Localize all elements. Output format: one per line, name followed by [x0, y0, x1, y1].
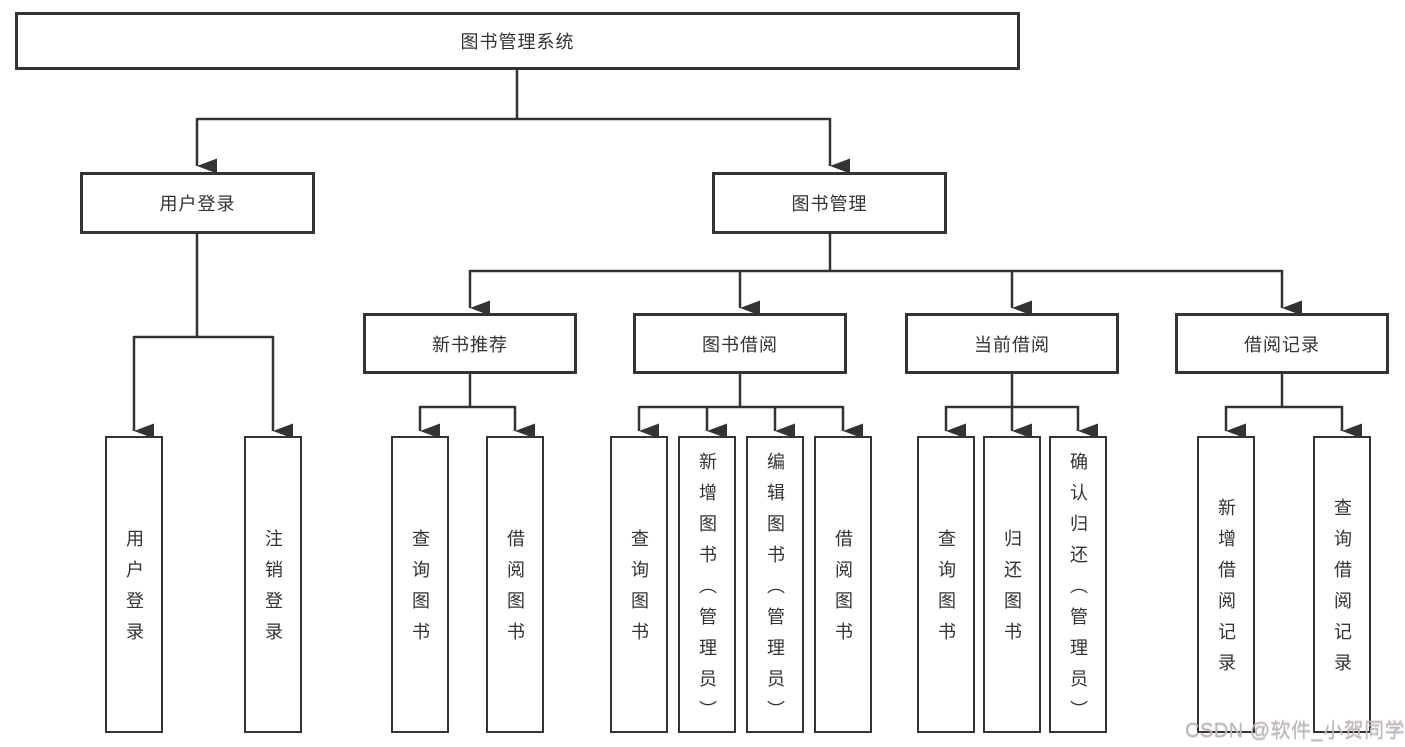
node-book-management: 图书管理 — [712, 172, 947, 234]
leaf-current-confirm-return-admin: 确认归还（管理员） — [1049, 436, 1107, 733]
leaf-logout: 注销登录 — [244, 436, 302, 733]
node-new-book-recommend: 新书推荐 — [363, 313, 577, 374]
leaf-records-add: 新增借阅记录 — [1197, 436, 1255, 733]
node-book-borrow-label: 图书借阅 — [702, 334, 778, 355]
leaf-newbook-borrow: 借阅图书 — [486, 436, 544, 733]
leaf-current-query: 查询图书 — [917, 436, 975, 733]
leaf-current-return: 归还图书 — [983, 436, 1041, 733]
leaf-records-query: 查询借阅记录 — [1313, 436, 1371, 733]
node-root-label: 图书管理系统 — [460, 32, 575, 52]
leaf-newbook-query: 查询图书 — [391, 436, 449, 733]
leaf-borrow-add-admin: 新增图书（管理员） — [678, 436, 736, 733]
node-user-login-label: 用户登录 — [159, 194, 236, 214]
leaf-borrow-borrow: 借阅图书 — [814, 436, 872, 733]
node-book-management-label: 图书管理 — [791, 194, 868, 214]
leaf-borrow-query: 查询图书 — [610, 436, 668, 733]
node-current-borrow-label: 当前借阅 — [974, 334, 1050, 355]
node-borrow-records-label: 借阅记录 — [1244, 334, 1320, 355]
node-user-login: 用户登录 — [80, 172, 315, 234]
node-book-borrow: 图书借阅 — [633, 313, 847, 374]
node-current-borrow: 当前借阅 — [905, 313, 1119, 374]
leaf-user-login: 用户登录 — [105, 436, 163, 733]
node-borrow-records: 借阅记录 — [1175, 313, 1389, 374]
leaf-borrow-edit-admin: 编辑图书（管理员） — [746, 436, 804, 733]
node-root-library-system: 图书管理系统 — [15, 12, 1020, 70]
node-new-book-recommend-label: 新书推荐 — [432, 334, 508, 355]
